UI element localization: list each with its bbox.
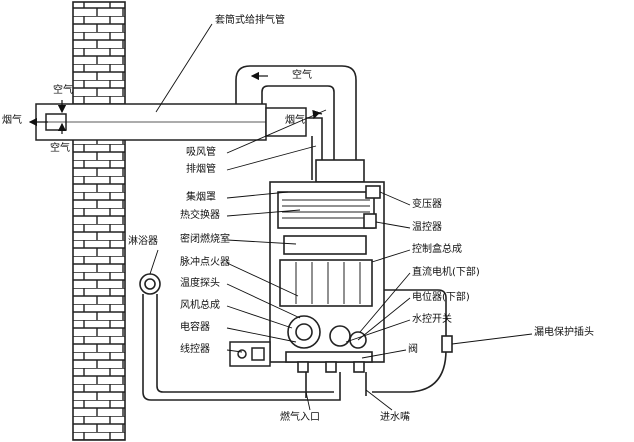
label-valve: 阀 (408, 344, 418, 355)
pipes-and-cable (305, 289, 453, 398)
label-fan-assembly: 风机总成 (180, 300, 220, 311)
label-water-switch: 水控开关 (412, 314, 452, 325)
label-control-box: 控制盒总成 (412, 244, 462, 255)
label-leak-plug: 漏电保护插头 (534, 327, 594, 338)
horizontal-flue-pipe (35, 103, 307, 141)
wire-controller-box (229, 341, 271, 367)
label-transformer: 变压器 (412, 199, 442, 210)
label-hood: 集烟罩 (186, 192, 216, 203)
label-smoke-right: 烟气 (285, 115, 305, 126)
label-flue-pipe: 套筒式给排气管 (215, 15, 285, 26)
label-shower: 淋浴器 (128, 236, 158, 247)
label-air-top: 空气 (292, 70, 312, 81)
label-thermostat: 温控器 (412, 222, 442, 233)
heater-body (269, 181, 385, 373)
exhaust-pipe-assembly (235, 65, 365, 183)
label-sealed-chamber: 密闭燃烧室 (180, 234, 230, 245)
label-air-left-bottom: 空气 (50, 143, 70, 154)
label-smoke-left: 烟气 (2, 115, 22, 126)
label-gas-inlet: 燃气入口 (280, 412, 320, 423)
label-wire-controller: 线控器 (180, 344, 210, 355)
label-temp-probe: 温度探头 (180, 278, 220, 289)
label-capacitor: 电容器 (180, 322, 210, 333)
label-heat-exchanger: 热交换器 (180, 210, 220, 221)
label-air-left-top: 空气 (53, 85, 73, 96)
label-exhaust-pipe: 排烟管 (186, 164, 216, 175)
leader-lines (149, 23, 533, 411)
label-potentiometer: 电位器(下部) (412, 292, 470, 303)
brick-wall (72, 1, 126, 441)
label-dc-motor: 直流电机(下部) (412, 267, 480, 278)
label-pulse-igniter: 脉冲点火器 (180, 257, 230, 268)
label-water-inlet: 进水嘴 (380, 412, 410, 423)
label-suction-pipe: 吸风管 (186, 147, 216, 158)
